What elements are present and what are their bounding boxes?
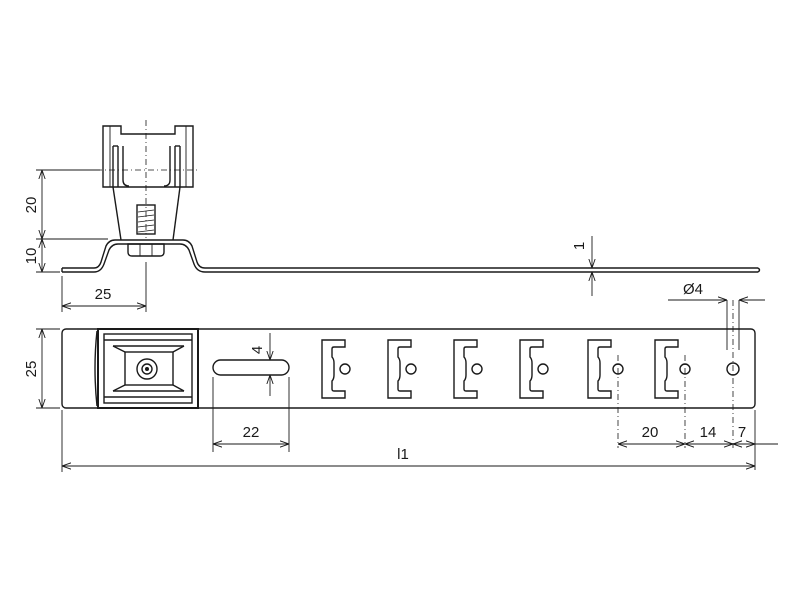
dim-spacing-14: 14 xyxy=(700,424,717,441)
nut xyxy=(127,243,165,257)
strap-end-cap xyxy=(94,330,98,407)
clamp-housing xyxy=(102,125,194,188)
dim-overall-length: l1 xyxy=(397,446,409,463)
dim-height-10: 10 xyxy=(23,248,40,265)
punched-tab xyxy=(321,339,351,399)
punched-tab xyxy=(519,339,549,399)
dim-pitch-20: 20 xyxy=(642,424,659,441)
side-view-dimensions: 20 10 25 1 xyxy=(23,169,598,312)
clamp-block xyxy=(97,328,199,409)
punched-tab xyxy=(387,339,417,399)
dim-slot-length-22: 22 xyxy=(243,424,260,441)
dim-end-7: 7 xyxy=(738,424,746,441)
clamp-leg-left xyxy=(112,186,122,241)
dim-height-20: 20 xyxy=(23,197,40,214)
clamp-leg-right xyxy=(172,186,181,241)
top-view-dimensions: 25 4 22 20 14 7 Ø4 l1 xyxy=(23,281,778,472)
dim-width-25: 25 xyxy=(23,361,40,378)
punched-tab xyxy=(453,339,483,399)
adjustment-slot xyxy=(212,359,290,376)
strap-profile xyxy=(61,239,761,273)
dim-slot-width-4: 4 xyxy=(249,346,266,354)
dim-hole-diameter: Ø4 xyxy=(683,281,703,298)
side-view xyxy=(61,120,761,273)
top-view xyxy=(61,300,756,448)
dim-offset-25: 25 xyxy=(95,286,112,303)
strap-outline xyxy=(61,328,756,409)
dim-thickness-1: 1 xyxy=(571,242,588,250)
